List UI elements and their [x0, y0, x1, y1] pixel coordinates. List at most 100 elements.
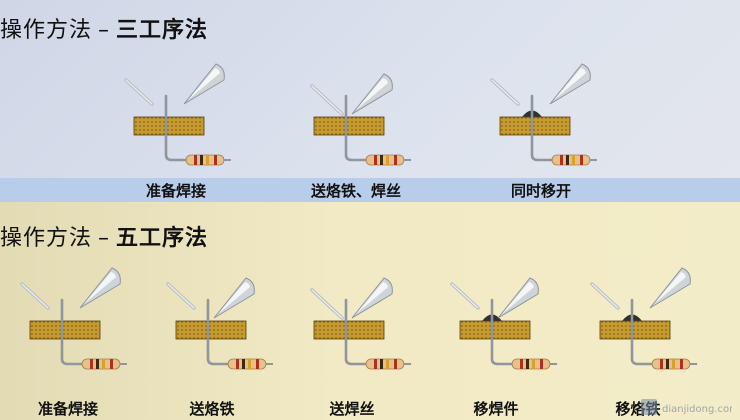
five-step-stage-1 [14, 264, 132, 382]
resistor-band-3 [386, 155, 389, 165]
component-lead [530, 94, 556, 162]
soldering-iron [351, 73, 393, 115]
resistor-body [511, 358, 551, 370]
iron-tip-shine [188, 68, 220, 100]
iron-tip-shine [502, 282, 534, 314]
five-step-label-3: 送焊丝 [329, 400, 375, 418]
component-lead [60, 298, 86, 366]
three-step-title-prefix: 操作方法 [0, 18, 93, 43]
resistor-band-4 [110, 359, 113, 369]
five-step-stage-5 [584, 264, 702, 382]
resistor-band-1 [520, 359, 523, 369]
three-step-stage-2 [298, 60, 416, 178]
iron-tip-shine [356, 282, 388, 314]
component-lead [344, 94, 370, 162]
three-step-title-suffix: 三工序法 [116, 18, 209, 43]
five-step-title: 操作方法–五工序法 [0, 226, 209, 251]
five-step-title-suffix: 五工序法 [116, 226, 209, 251]
resistor-band-4 [394, 359, 397, 369]
resistor-band-2 [242, 359, 245, 369]
three-step-label-2: 送烙铁、焊丝 [310, 182, 402, 200]
resistor-body [227, 358, 267, 370]
component-lead [344, 298, 370, 366]
iron-tip-shine [356, 78, 388, 110]
resistor-body [651, 358, 691, 370]
five-step-stage-2 [160, 264, 278, 382]
soldering-iron [351, 277, 393, 319]
resistor-band-4 [580, 155, 583, 165]
resistor-band-1 [236, 359, 239, 369]
resistor-band-4 [394, 155, 397, 165]
five-step-label-1: 准备焊接 [37, 400, 99, 418]
circuit-board [499, 116, 571, 136]
resistor-band-3 [572, 155, 575, 165]
solder-wire-highlight [311, 85, 343, 115]
three-step-stage-3 [484, 60, 602, 178]
circuit-board [29, 320, 101, 340]
iron-tip-shine [84, 272, 116, 304]
solder-wire-highlight [491, 79, 519, 105]
iron-tip-shine [654, 272, 686, 304]
five-step-stage-4 [444, 264, 562, 382]
three-step-panel [0, 0, 740, 178]
resistor-band-2 [96, 359, 99, 369]
resistor-band-4 [256, 359, 259, 369]
resistor-band-3 [248, 359, 251, 369]
resistor-band-1 [374, 155, 377, 165]
resistor-band-1 [374, 359, 377, 369]
component-lead [164, 94, 190, 162]
resistor-body [365, 358, 405, 370]
five-step-label-4: 移焊件 [473, 400, 519, 418]
circuit-board [313, 320, 385, 340]
resistor-band-3 [672, 359, 675, 369]
three-step-label-1: 准备焊接 [145, 182, 207, 200]
resistor-band-2 [200, 155, 203, 165]
resistor-band-3 [102, 359, 105, 369]
solder-wire-highlight [591, 283, 619, 309]
three-step-label-3: 同时移开 [510, 182, 572, 200]
iron-tip-shine [554, 68, 586, 100]
three-step-title: 操作方法–三工序法 [0, 18, 209, 43]
resistor-body [365, 154, 405, 166]
circuit-board [599, 320, 671, 340]
resistor-band-1 [660, 359, 663, 369]
three-step-label-strip [0, 178, 740, 202]
watermark-logo: dianjidong.com [641, 399, 732, 415]
resistor-band-1 [194, 155, 197, 165]
resistor-band-3 [532, 359, 535, 369]
solder-wire-highlight [125, 79, 153, 105]
resistor-band-2 [566, 155, 569, 165]
soldering-iron [79, 267, 121, 309]
circuit-board [133, 116, 205, 136]
resistor-band-4 [680, 359, 683, 369]
resistor-band-2 [380, 155, 383, 165]
solder-wire-highlight [21, 283, 49, 309]
resistor-band-1 [90, 359, 93, 369]
resistor-band-2 [526, 359, 529, 369]
soldering-iron [213, 277, 255, 319]
five-step-panel [0, 202, 740, 420]
circuit-board [175, 320, 247, 340]
five-step-title-prefix: 操作方法 [0, 226, 93, 251]
solder-wire-highlight [311, 289, 343, 319]
resistor-body [81, 358, 121, 370]
solder-wire-highlight [451, 283, 479, 309]
soldering-iron [497, 277, 539, 319]
resistor-band-2 [380, 359, 383, 369]
soldering-iron [549, 63, 591, 105]
resistor-band-3 [386, 359, 389, 369]
five-step-label-2: 送烙铁 [189, 400, 235, 418]
soldering-iron [649, 267, 691, 309]
circuit-board [313, 116, 385, 136]
iron-tip-shine [218, 282, 250, 314]
resistor-band-4 [540, 359, 543, 369]
five-step-stage-3 [298, 264, 416, 382]
resistor-body [185, 154, 225, 166]
resistor-band-1 [560, 155, 563, 165]
resistor-body [551, 154, 591, 166]
resistor-band-2 [666, 359, 669, 369]
soldering-iron [183, 63, 225, 105]
circuit-board [459, 320, 531, 340]
watermark-text: dianjidong.com [662, 404, 732, 415]
solder-wire-highlight [167, 283, 195, 309]
